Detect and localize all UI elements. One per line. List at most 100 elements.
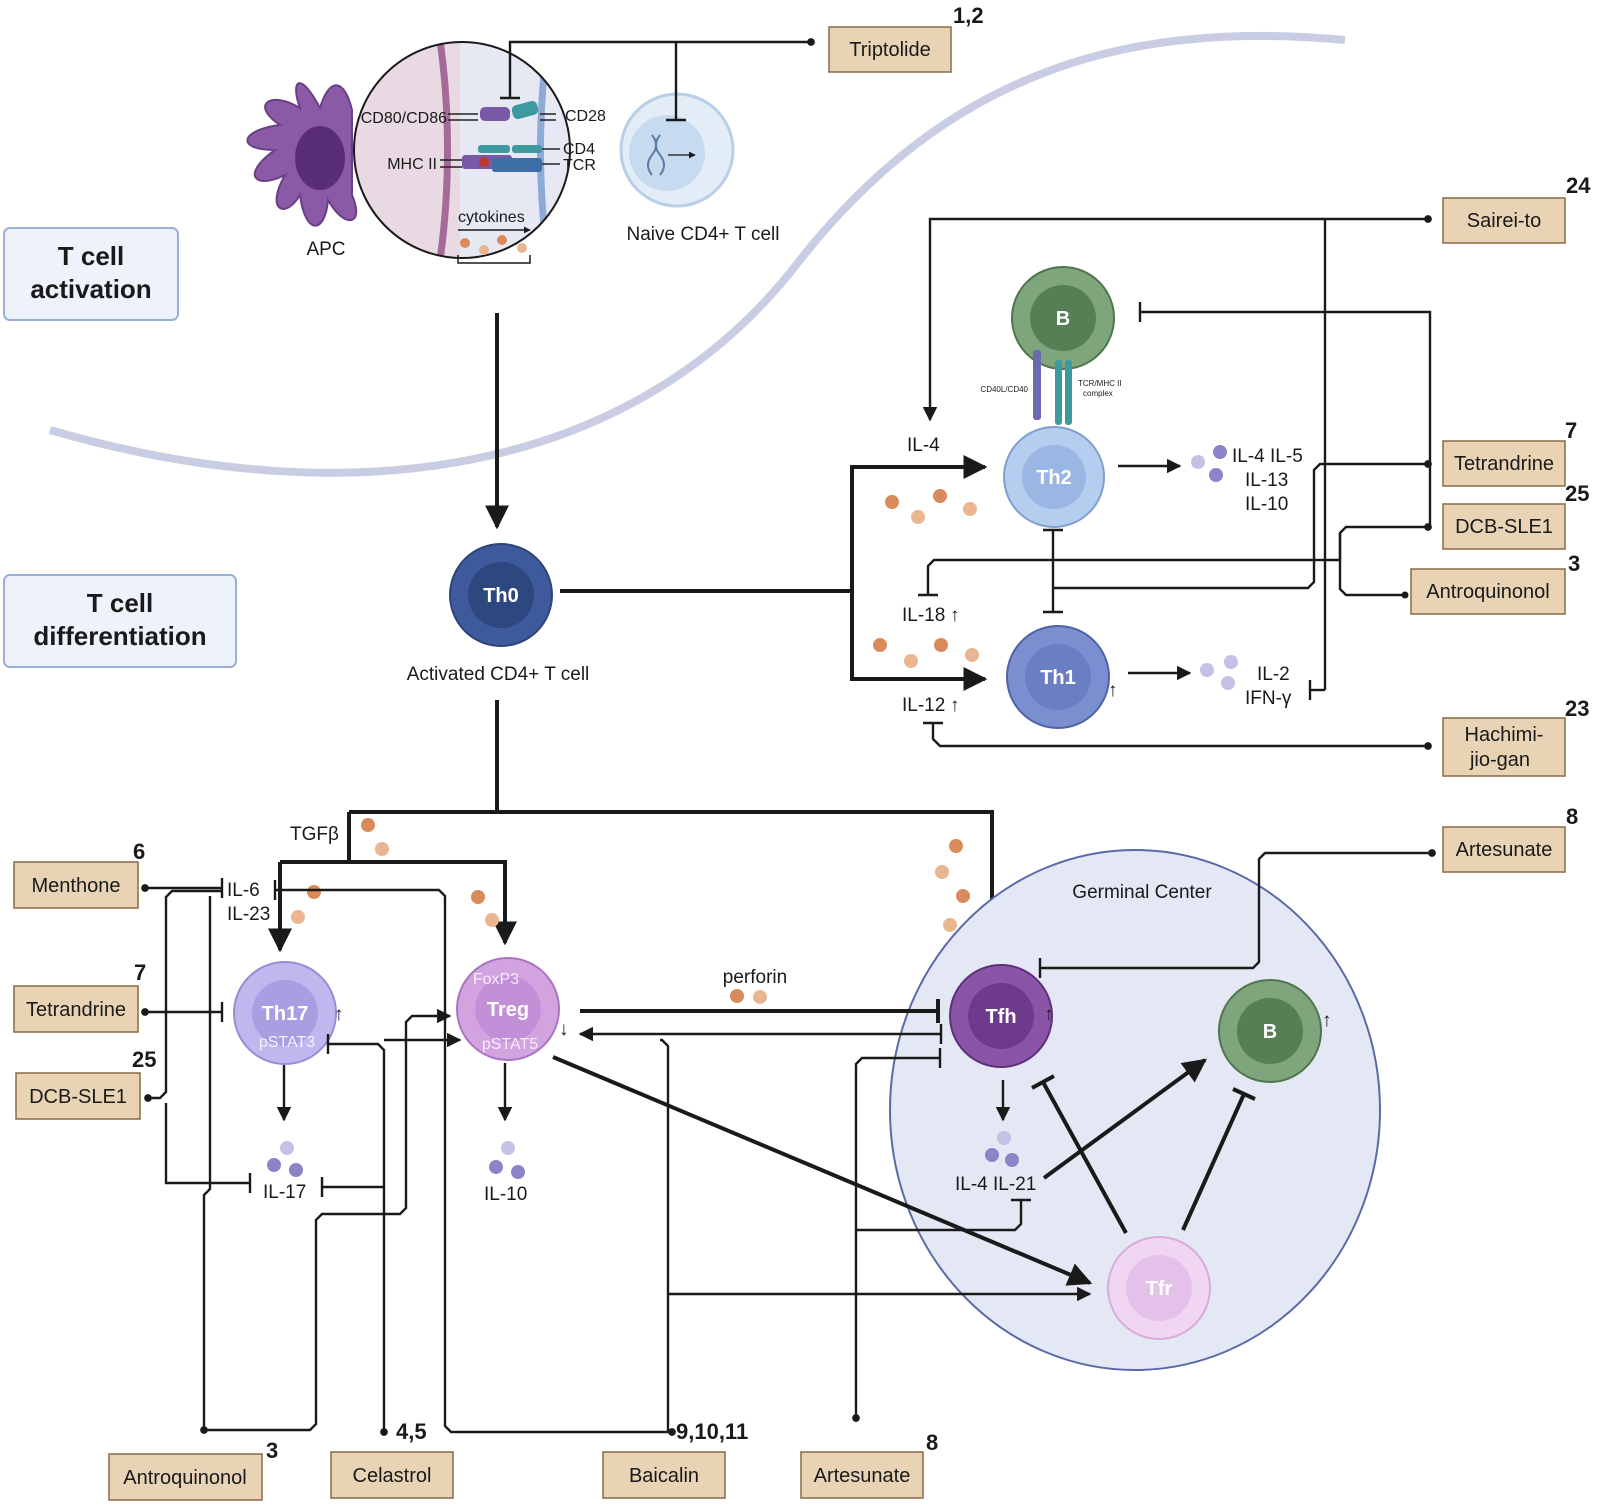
treg-cell: Treg FoxP3 pSTAT5 xyxy=(456,957,560,1061)
section-differentiation-line1: T cell xyxy=(87,588,153,618)
dcb-r-name: DCB-SLE1 xyxy=(1455,516,1553,538)
th0-caption: Activated CD4+ T cell xyxy=(407,664,590,685)
antroquinonol-r-name: Antroquinonol xyxy=(1426,581,1549,603)
il4-il21-label: IL-4 IL-21 xyxy=(955,1174,1036,1195)
drug-celastrol[interactable]: Celastrol 4,5 xyxy=(330,1419,454,1499)
drug-dcb-right[interactable]: DCB-SLE1 25 xyxy=(1442,481,1589,550)
tfr-label: Tfr xyxy=(1146,1278,1173,1300)
sairei-ref: 24 xyxy=(1566,173,1591,198)
tfh-label: Tfh xyxy=(985,1006,1016,1028)
drug-sairei[interactable]: Sairei-to 24 xyxy=(1442,173,1591,244)
th2-out-2: IL-13 xyxy=(1245,470,1288,491)
menthone-ref: 6 xyxy=(133,839,145,864)
th17-sub: pSTAT3 xyxy=(259,1034,315,1051)
cd40-label: CD40L/CD40 xyxy=(980,385,1028,394)
baicalin-ref: 9,10,11 xyxy=(676,1419,748,1444)
synapse-zoom: CD80/CD86 CD28 MHC II CD4 TCR cytokines xyxy=(353,41,606,264)
b-cell-gc: B xyxy=(1218,979,1322,1083)
triptolide-name: Triptolide xyxy=(849,39,931,61)
drug-baicalin[interactable]: Baicalin 9,10,11 xyxy=(602,1419,748,1499)
th17-cell: Th17 pSTAT3 xyxy=(233,961,337,1065)
drug-antroquinonol-right[interactable]: Antroquinonol 3 xyxy=(1410,551,1580,615)
apc-cell: APC xyxy=(246,82,358,260)
th1-label: Th1 xyxy=(1040,667,1076,689)
cd4-label: CD4 xyxy=(563,141,595,158)
th2-out-3: IL-10 xyxy=(1245,494,1288,515)
treg-sub: pSTAT5 xyxy=(482,1036,538,1053)
naive-label: Naive CD4+ T cell xyxy=(627,224,780,245)
th0-cell: Th0 xyxy=(449,543,553,647)
perforin-label: perforin xyxy=(723,967,787,988)
tetrandrine-l-name: Tetrandrine xyxy=(26,999,126,1021)
tgfb-label: TGFβ xyxy=(290,824,339,845)
th1-cell: Th1 xyxy=(1006,625,1110,729)
cd28-label: CD28 xyxy=(565,108,606,125)
drug-menthone[interactable]: Menthone 6 xyxy=(13,839,145,909)
baicalin-name: Baicalin xyxy=(629,1465,699,1487)
tetrandrine-r-name: Tetrandrine xyxy=(1454,453,1554,475)
b-gc-label: B xyxy=(1263,1021,1277,1043)
cytokines-label: cytokines xyxy=(458,209,525,226)
il23-label: IL-23 xyxy=(227,904,270,925)
il6-label: IL-6 xyxy=(227,880,260,901)
il18-up: ↑ xyxy=(950,605,960,626)
th2-cell: Th2 xyxy=(1003,426,1105,528)
dcb-r-ref: 25 xyxy=(1565,481,1589,506)
sairei-name: Sairei-to xyxy=(1467,210,1541,232)
antroquinonol-r-ref: 3 xyxy=(1568,551,1580,576)
drug-artesunate-right[interactable]: Artesunate 8 xyxy=(1442,804,1578,873)
treg-label: Treg xyxy=(487,999,529,1021)
il17-label: IL-17 xyxy=(263,1182,306,1203)
drug-tetrandrine-right[interactable]: Tetrandrine 7 xyxy=(1442,418,1577,487)
th2-out-1: IL-4 IL-5 xyxy=(1232,446,1303,467)
hachimi-name-1: Hachimi- xyxy=(1465,724,1544,746)
celastrol-name: Celastrol xyxy=(353,1465,432,1487)
dcb-l-ref: 25 xyxy=(132,1047,156,1072)
drug-hachimi[interactable]: Hachimi- jio-gan 23 xyxy=(1442,696,1589,777)
tfh-cell: Tfh xyxy=(949,964,1053,1068)
dcb-l-name: DCB-SLE1 xyxy=(29,1086,127,1108)
th2-label: Th2 xyxy=(1036,467,1072,489)
artesunate-r-name: Artesunate xyxy=(1456,839,1553,861)
drug-tetrandrine-left[interactable]: Tetrandrine 7 xyxy=(13,960,146,1033)
separator-curve xyxy=(48,31,1346,477)
section-activation-line2: activation xyxy=(30,274,151,304)
cd80-label: CD80/CD86 xyxy=(361,110,447,127)
th1-out-2: IFN-γ xyxy=(1245,688,1292,709)
il10-label: IL-10 xyxy=(484,1184,527,1205)
artesunate-b-name: Artesunate xyxy=(814,1465,911,1487)
section-differentiation: T cell differentiation xyxy=(3,574,237,668)
il4-label: IL-4 xyxy=(907,435,940,456)
mhc-label: MHC II xyxy=(387,156,437,173)
tfr-cell: Tfr xyxy=(1107,1236,1211,1340)
tcrmhc-label-1: TCR/MHC II xyxy=(1078,379,1122,388)
drug-dcb-left[interactable]: DCB-SLE1 25 xyxy=(15,1047,156,1120)
th17-up: ↑ xyxy=(334,1004,344,1025)
menthone-name: Menthone xyxy=(32,875,121,897)
il12-label: IL-12 xyxy=(902,695,945,716)
treg-down: ↓ xyxy=(559,1019,569,1040)
tetrandrine-r-ref: 7 xyxy=(1565,418,1577,443)
tetrandrine-l-ref: 7 xyxy=(134,960,146,985)
treg-top: FoxP3 xyxy=(473,971,519,988)
section-differentiation-line2: differentiation xyxy=(33,621,206,651)
tfh-up: ↑ xyxy=(1044,1004,1054,1025)
b-cell-top: B xyxy=(1011,266,1115,370)
apc-label: APC xyxy=(306,239,345,260)
tcrmhc-label-2: complex xyxy=(1083,389,1113,398)
b-top-label: B xyxy=(1056,308,1070,330)
th17-label: Th17 xyxy=(262,1003,309,1025)
artesunate-r-ref: 8 xyxy=(1566,804,1578,829)
section-activation-line1: T cell xyxy=(58,241,124,271)
drug-artesunate-bottom[interactable]: Artesunate 8 xyxy=(800,1430,938,1499)
triptolide-ref: 1,2 xyxy=(953,3,984,28)
naive-t-cell: Naive CD4+ T cell xyxy=(619,92,780,245)
drug-triptolide[interactable]: Triptolide 1,2 xyxy=(828,3,984,73)
drug-antroquinonol-bottom[interactable]: Antroquinonol 3 xyxy=(108,1438,278,1501)
artesunate-b-ref: 8 xyxy=(926,1430,938,1455)
th1-out-1: IL-2 xyxy=(1257,664,1290,685)
celastrol-ref: 4,5 xyxy=(396,1419,427,1444)
section-activation: T cell activation xyxy=(3,227,179,321)
